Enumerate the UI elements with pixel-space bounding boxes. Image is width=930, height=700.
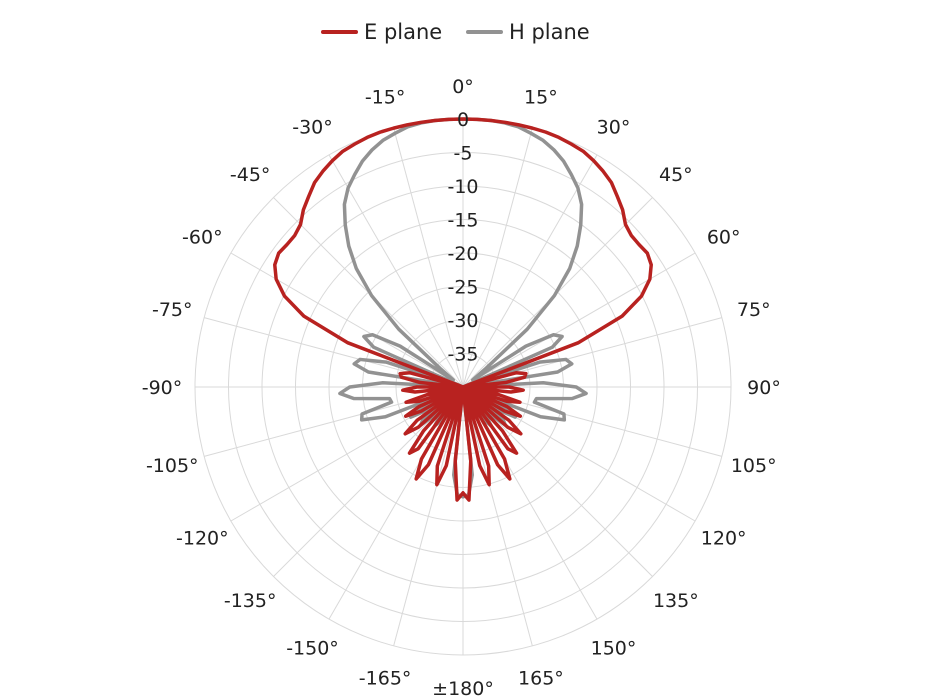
radial-tick-label: -35 (447, 344, 478, 366)
angle-tick-label: 135° (653, 590, 699, 612)
grid-spoke (462, 128, 533, 388)
grid-spoke (393, 386, 464, 646)
angle-tick-label: -165° (359, 668, 412, 690)
angle-tick-label: -60° (182, 227, 223, 249)
radial-tick-label: -25 (447, 277, 478, 299)
radial-tick-label: -5 (454, 143, 473, 165)
angle-tick-label: -105° (146, 455, 199, 477)
angle-tick-label: -135° (224, 590, 277, 612)
grid-spoke (462, 154, 598, 388)
radial-tick-label: 0 (457, 109, 469, 131)
radial-tick-label: -10 (447, 176, 478, 198)
angle-tick-label: -15° (365, 86, 406, 108)
angle-tick-label: 45° (659, 164, 693, 186)
angle-tick-label: 165° (518, 668, 564, 690)
angular-axis-labels: 0° 15° 30° 45° 60° 75° 90° 105° 120° 135° 150° 165°… (142, 76, 781, 700)
legend-label-e-plane: E plane (364, 20, 442, 44)
angle-tick-label: 15° (524, 86, 558, 108)
angle-tick-label: ±180° (432, 678, 494, 696)
angle-tick-label: 0° (452, 76, 474, 98)
angle-tick-label: -45° (230, 164, 271, 186)
angle-tick-label: -150° (286, 638, 339, 660)
series-line-e-plane (273, 117, 653, 502)
series-layer (273, 117, 653, 502)
angle-tick-label: 30° (597, 116, 631, 138)
angle-tick-label: 90° (747, 377, 781, 399)
radial-tick-label: -15 (447, 210, 478, 232)
grid-spoke (328, 154, 464, 388)
angle-tick-label: 150° (591, 638, 637, 660)
angle-tick-label: 75° (737, 299, 771, 321)
angle-tick-label: 105° (731, 455, 777, 477)
angle-tick-label: 120° (701, 528, 747, 550)
grid-spoke (393, 128, 464, 388)
legend-label-h-plane: H plane (509, 20, 590, 44)
angle-tick-label: -75° (152, 299, 193, 321)
angle-tick-label: -120° (176, 528, 229, 550)
angle-tick-label: 60° (707, 227, 741, 249)
angle-tick-label: -30° (292, 116, 333, 138)
grid-spoke (462, 252, 696, 388)
radial-axis-labels: 0 -5 -10 -15 -20 -25 -30 -35 (447, 109, 478, 366)
legend: E plane H plane (321, 20, 590, 44)
angle-tick-label: -90° (142, 377, 183, 399)
radial-tick-label: -20 (447, 243, 478, 265)
grid-spoke (230, 252, 464, 388)
radial-tick-label: -30 (447, 310, 478, 332)
grid-spoke (462, 386, 533, 646)
